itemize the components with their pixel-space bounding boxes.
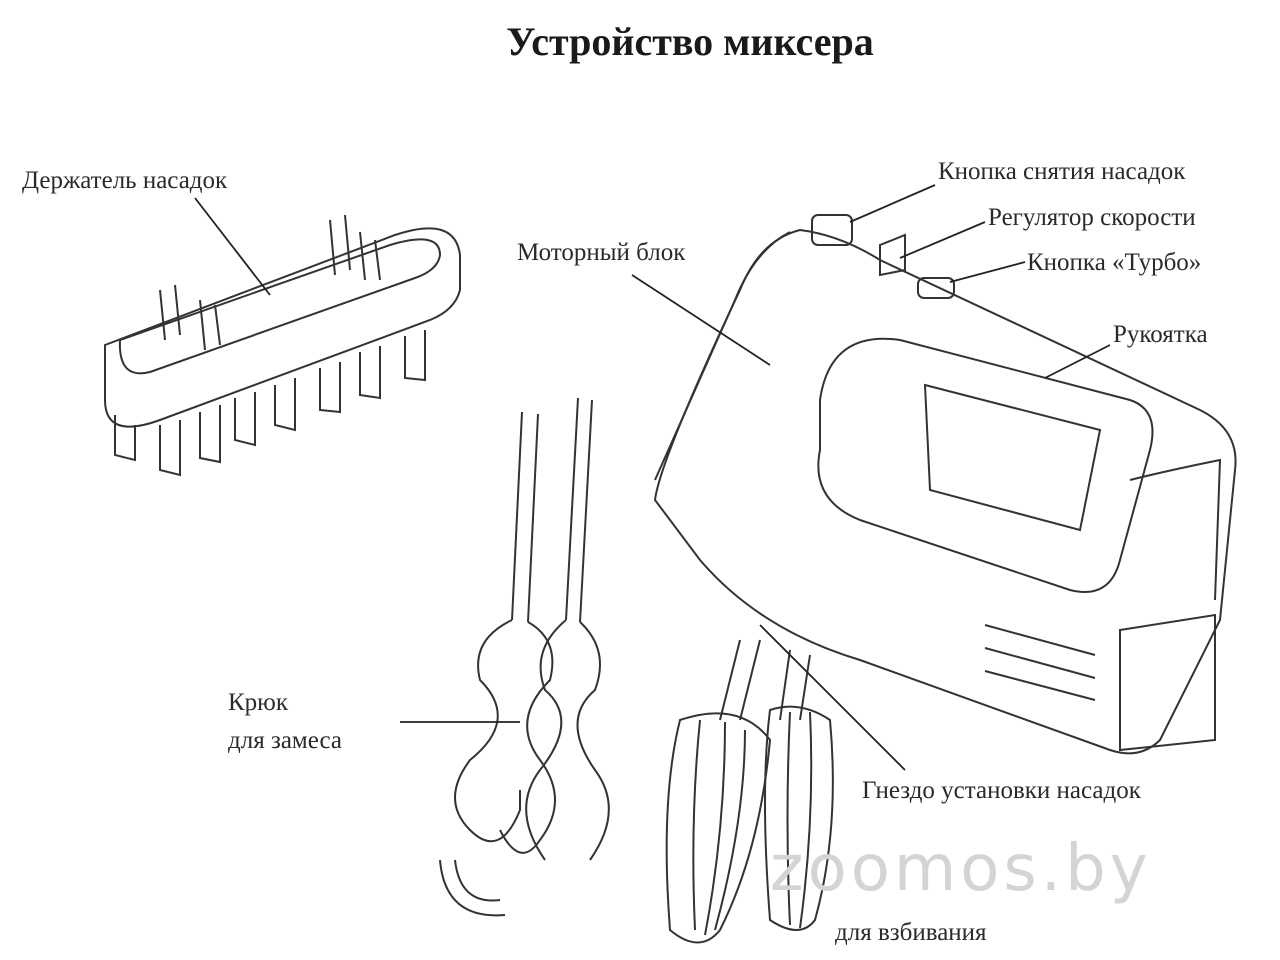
diagram-title: Устройство миксера <box>506 19 874 64</box>
label-motor-block: Моторный блок <box>517 239 686 266</box>
whisks-drawing <box>665 639 834 944</box>
attachment-holder-drawing <box>104 214 461 477</box>
dough-hooks-drawing <box>439 397 610 917</box>
label-eject-button: Кнопка снятия насадок <box>938 158 1186 185</box>
mixer-body-drawing <box>653 214 1237 755</box>
label-speed-regulator: Регулятор скорости <box>988 204 1196 231</box>
label-handle: Рукоятка <box>1113 321 1208 348</box>
label-hook-line1: Крюк <box>228 689 288 716</box>
label-turbo-button: Кнопка «Турбо» <box>1027 249 1202 276</box>
watermark: zoomos.by <box>770 832 1152 906</box>
leader-lines <box>194 184 1111 771</box>
label-attachment-socket: Гнездо установки насадок <box>862 777 1141 804</box>
label-whisk: для взбивания <box>835 919 987 946</box>
label-hook-line2: для замеса <box>228 727 342 754</box>
label-attachment-holder: Держатель насадок <box>22 167 228 194</box>
